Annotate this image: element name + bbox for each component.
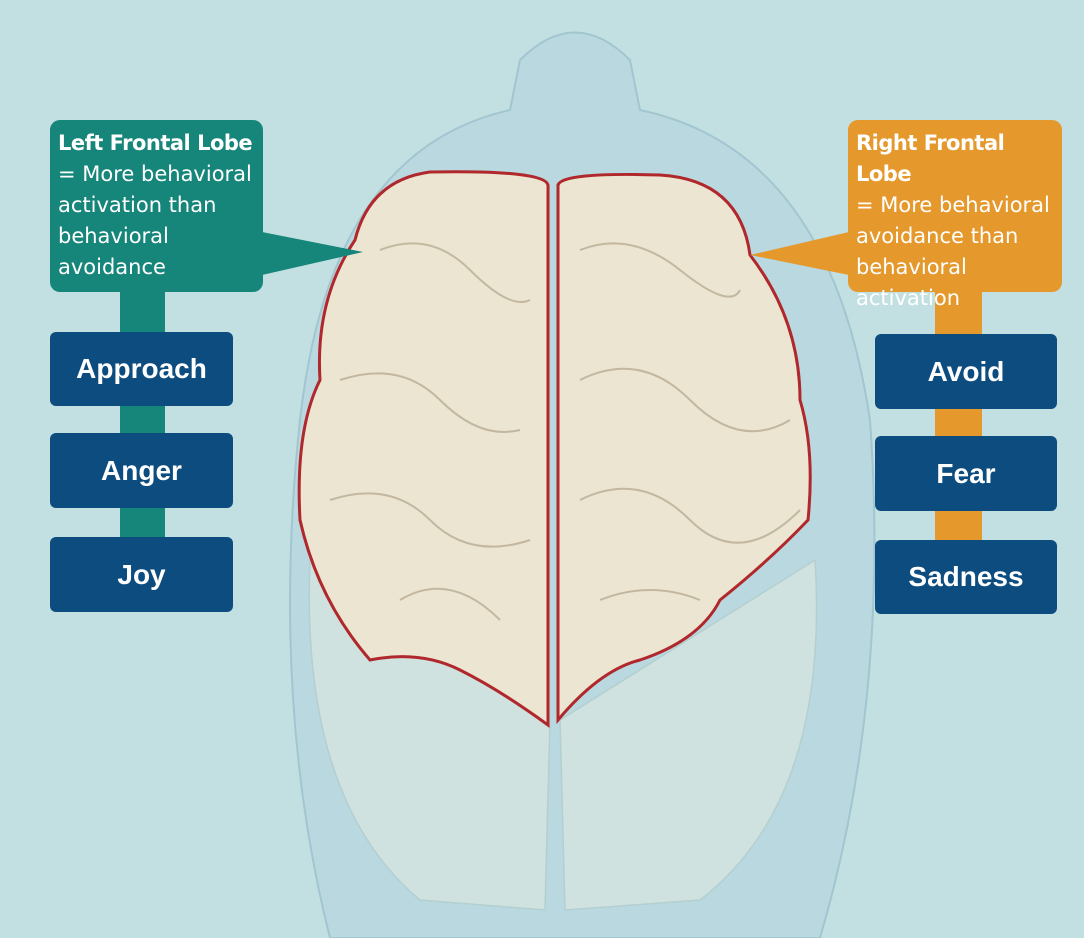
left-hemisphere — [297, 170, 550, 728]
emotion-joy: Joy — [50, 537, 233, 612]
left-frontal-lobe-callout: Left Frontal Lobe = More behavioral acti… — [50, 120, 263, 292]
right-frontal-lobe-callout: Right Frontal Lobe = More behavioral avo… — [848, 120, 1062, 310]
left-lobe-title: Left Frontal Lobe — [58, 131, 253, 155]
emotion-sadness: Sadness — [875, 540, 1057, 614]
emotion-avoid: Avoid — [875, 334, 1057, 409]
emotion-anger: Anger — [50, 433, 233, 508]
brain-folds — [329, 242, 801, 621]
right-lobe-description: = More behavioral avoidance than behavio… — [856, 193, 1050, 310]
left-callout-pointer — [262, 232, 363, 275]
emotion-approach: Approach — [50, 332, 233, 406]
right-lobe-title: Right Frontal Lobe — [856, 131, 1005, 186]
right-hemisphere — [556, 172, 812, 725]
emotion-fear: Fear — [875, 436, 1057, 511]
left-lobe-description: = More behavioral activation than behavi… — [58, 162, 252, 279]
right-callout-pointer — [750, 232, 849, 275]
